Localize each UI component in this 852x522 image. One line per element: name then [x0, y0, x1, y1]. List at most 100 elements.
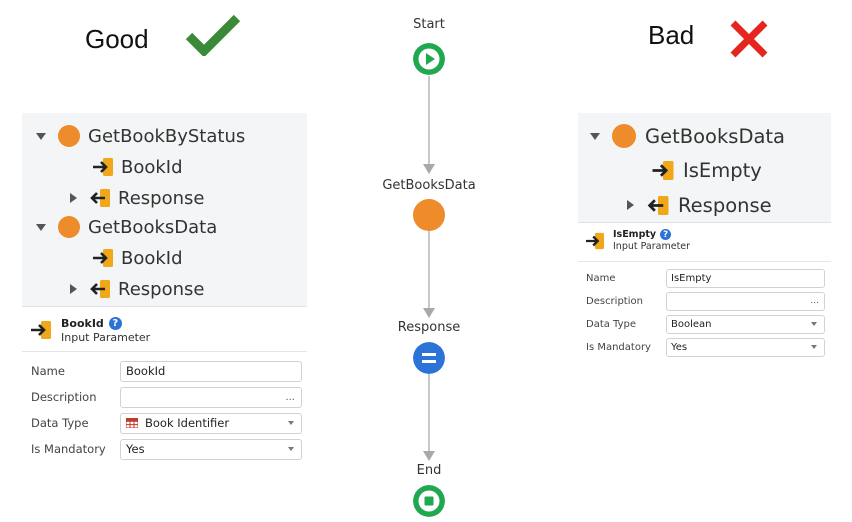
tree-item-input[interactable]: IsEmpty	[651, 155, 762, 185]
tree-item-input[interactable]: BookId	[92, 152, 183, 182]
is-mandatory-value: Yes	[126, 442, 145, 456]
name-value: IsEmpty	[671, 272, 712, 284]
is-mandatory-value: Yes	[671, 341, 688, 353]
chevron-down-icon[interactable]	[36, 223, 46, 231]
chevron-down-icon[interactable]	[590, 132, 600, 140]
chevron-right-icon[interactable]	[70, 193, 77, 203]
tree-item-output[interactable]: Response	[70, 274, 204, 304]
tree-item-label: GetBookByStatus	[88, 125, 246, 147]
data-type-select[interactable]: Boolean	[666, 314, 825, 334]
tree-item-label: GetBooksData	[645, 124, 786, 148]
cross-icon	[730, 20, 768, 58]
dropdown-arrow-icon	[811, 322, 817, 326]
chevron-down-icon[interactable]	[36, 132, 46, 140]
bad-panel: GetBooksData IsEmpty Response IsEmpty ?	[578, 113, 831, 364]
flow-node-label: End	[416, 463, 442, 478]
property-row-data-type: Data Type Book Identifier	[22, 411, 307, 435]
tree-item-label: BookId	[121, 247, 183, 269]
help-icon[interactable]: ?	[108, 317, 122, 330]
help-icon[interactable]: ?	[660, 229, 672, 240]
assign-node[interactable]	[413, 342, 445, 374]
is-mandatory-select[interactable]: Yes	[120, 438, 302, 460]
tree-item-label: BookId	[121, 156, 183, 178]
property-row-description: Description ...	[22, 385, 307, 409]
is-mandatory-select[interactable]: Yes	[666, 337, 825, 357]
property-row-description: Description ...	[578, 290, 831, 312]
property-label: Data Type	[586, 318, 637, 330]
tree-item-action[interactable]: GetBookByStatus	[36, 121, 245, 151]
action-node[interactable]	[413, 199, 445, 231]
description-field[interactable]: ...	[666, 291, 825, 311]
tree-item-action[interactable]: GetBooksData	[36, 212, 217, 242]
data-type-value: Book Identifier	[145, 416, 230, 430]
input-parameter-icon	[31, 321, 51, 339]
input-parameter-icon	[93, 158, 113, 176]
property-row-data-type: Data Type Boolean	[578, 313, 831, 335]
action-icon	[58, 216, 80, 238]
action-icon	[58, 125, 80, 147]
start-node[interactable]	[413, 43, 445, 75]
divider	[22, 351, 307, 352]
good-heading: Good	[85, 24, 149, 54]
tree-item-label: IsEmpty	[683, 158, 762, 182]
tree-item-input[interactable]: BookId	[92, 243, 183, 273]
action-icon	[612, 124, 636, 148]
property-row-name: Name BookId	[22, 359, 307, 383]
flow-node-label: Start	[413, 17, 445, 32]
property-label: Description	[586, 295, 643, 307]
properties-header: BookId ? Input Parameter	[30, 317, 150, 344]
property-row-name: Name IsEmpty	[578, 267, 831, 289]
tree-item-label: GetBooksData	[88, 216, 218, 238]
flow-arrow-icon	[423, 164, 435, 174]
properties-panel: BookId ? Input Parameter Name BookId Des…	[22, 306, 307, 466]
property-label: Name	[31, 364, 65, 378]
properties-subtitle: Input Parameter	[61, 331, 151, 344]
data-type-value: Boolean	[671, 318, 712, 330]
ellipsis-button[interactable]: ...	[810, 296, 819, 306]
tree-item-label: Response	[118, 278, 205, 300]
property-label: Description	[31, 390, 97, 404]
output-parameter-icon	[647, 195, 669, 215]
property-row-is-mandatory: Is Mandatory Yes	[22, 437, 307, 461]
flow-arrow-icon	[423, 308, 435, 318]
input-parameter-icon	[652, 160, 674, 180]
dropdown-arrow-icon	[811, 345, 817, 349]
tree-item-action[interactable]: GetBooksData	[590, 121, 785, 151]
description-field[interactable]: ...	[120, 386, 302, 408]
properties-title: BookId	[61, 317, 104, 330]
output-parameter-icon	[90, 280, 110, 298]
property-row-is-mandatory: Is Mandatory Yes	[578, 336, 831, 358]
data-type-select[interactable]: Book Identifier	[120, 412, 302, 434]
property-label: Name	[586, 272, 616, 284]
dropdown-arrow-icon	[288, 421, 294, 425]
flow-connector	[428, 76, 430, 164]
chevron-right-icon[interactable]	[627, 200, 634, 210]
properties-header: IsEmpty ? Input Parameter	[585, 229, 690, 252]
end-node[interactable]	[413, 485, 445, 517]
good-panel: GetBookByStatus BookId Response GetBooks…	[22, 113, 307, 466]
output-parameter-icon	[90, 189, 110, 207]
tree-item-output[interactable]: Response	[627, 190, 772, 220]
flow-arrow-icon	[423, 451, 435, 461]
tree-item-output[interactable]: Response	[70, 183, 204, 213]
properties-subtitle: Input Parameter	[613, 241, 691, 252]
input-parameter-icon	[586, 232, 604, 250]
input-parameter-icon	[93, 249, 113, 267]
bad-heading: Bad	[648, 20, 695, 50]
chevron-right-icon[interactable]	[70, 284, 77, 294]
ellipsis-button[interactable]: ...	[285, 391, 295, 403]
properties-title: IsEmpty	[613, 229, 657, 240]
property-label: Is Mandatory	[586, 341, 651, 353]
checkmark-icon	[186, 14, 240, 56]
properties-panel: IsEmpty ? Input Parameter Name IsEmpty D…	[578, 222, 831, 364]
entity-identifier-icon	[126, 418, 138, 428]
dropdown-arrow-icon	[288, 447, 294, 451]
property-label: Is Mandatory	[31, 442, 106, 456]
tree-item-label: Response	[678, 193, 772, 217]
divider	[578, 261, 831, 262]
name-field[interactable]: BookId	[120, 360, 302, 382]
name-value: BookId	[126, 364, 166, 378]
flow-node-label: GetBooksData	[382, 178, 476, 193]
name-field[interactable]: IsEmpty	[666, 268, 825, 288]
tree-item-label: Response	[118, 187, 205, 209]
